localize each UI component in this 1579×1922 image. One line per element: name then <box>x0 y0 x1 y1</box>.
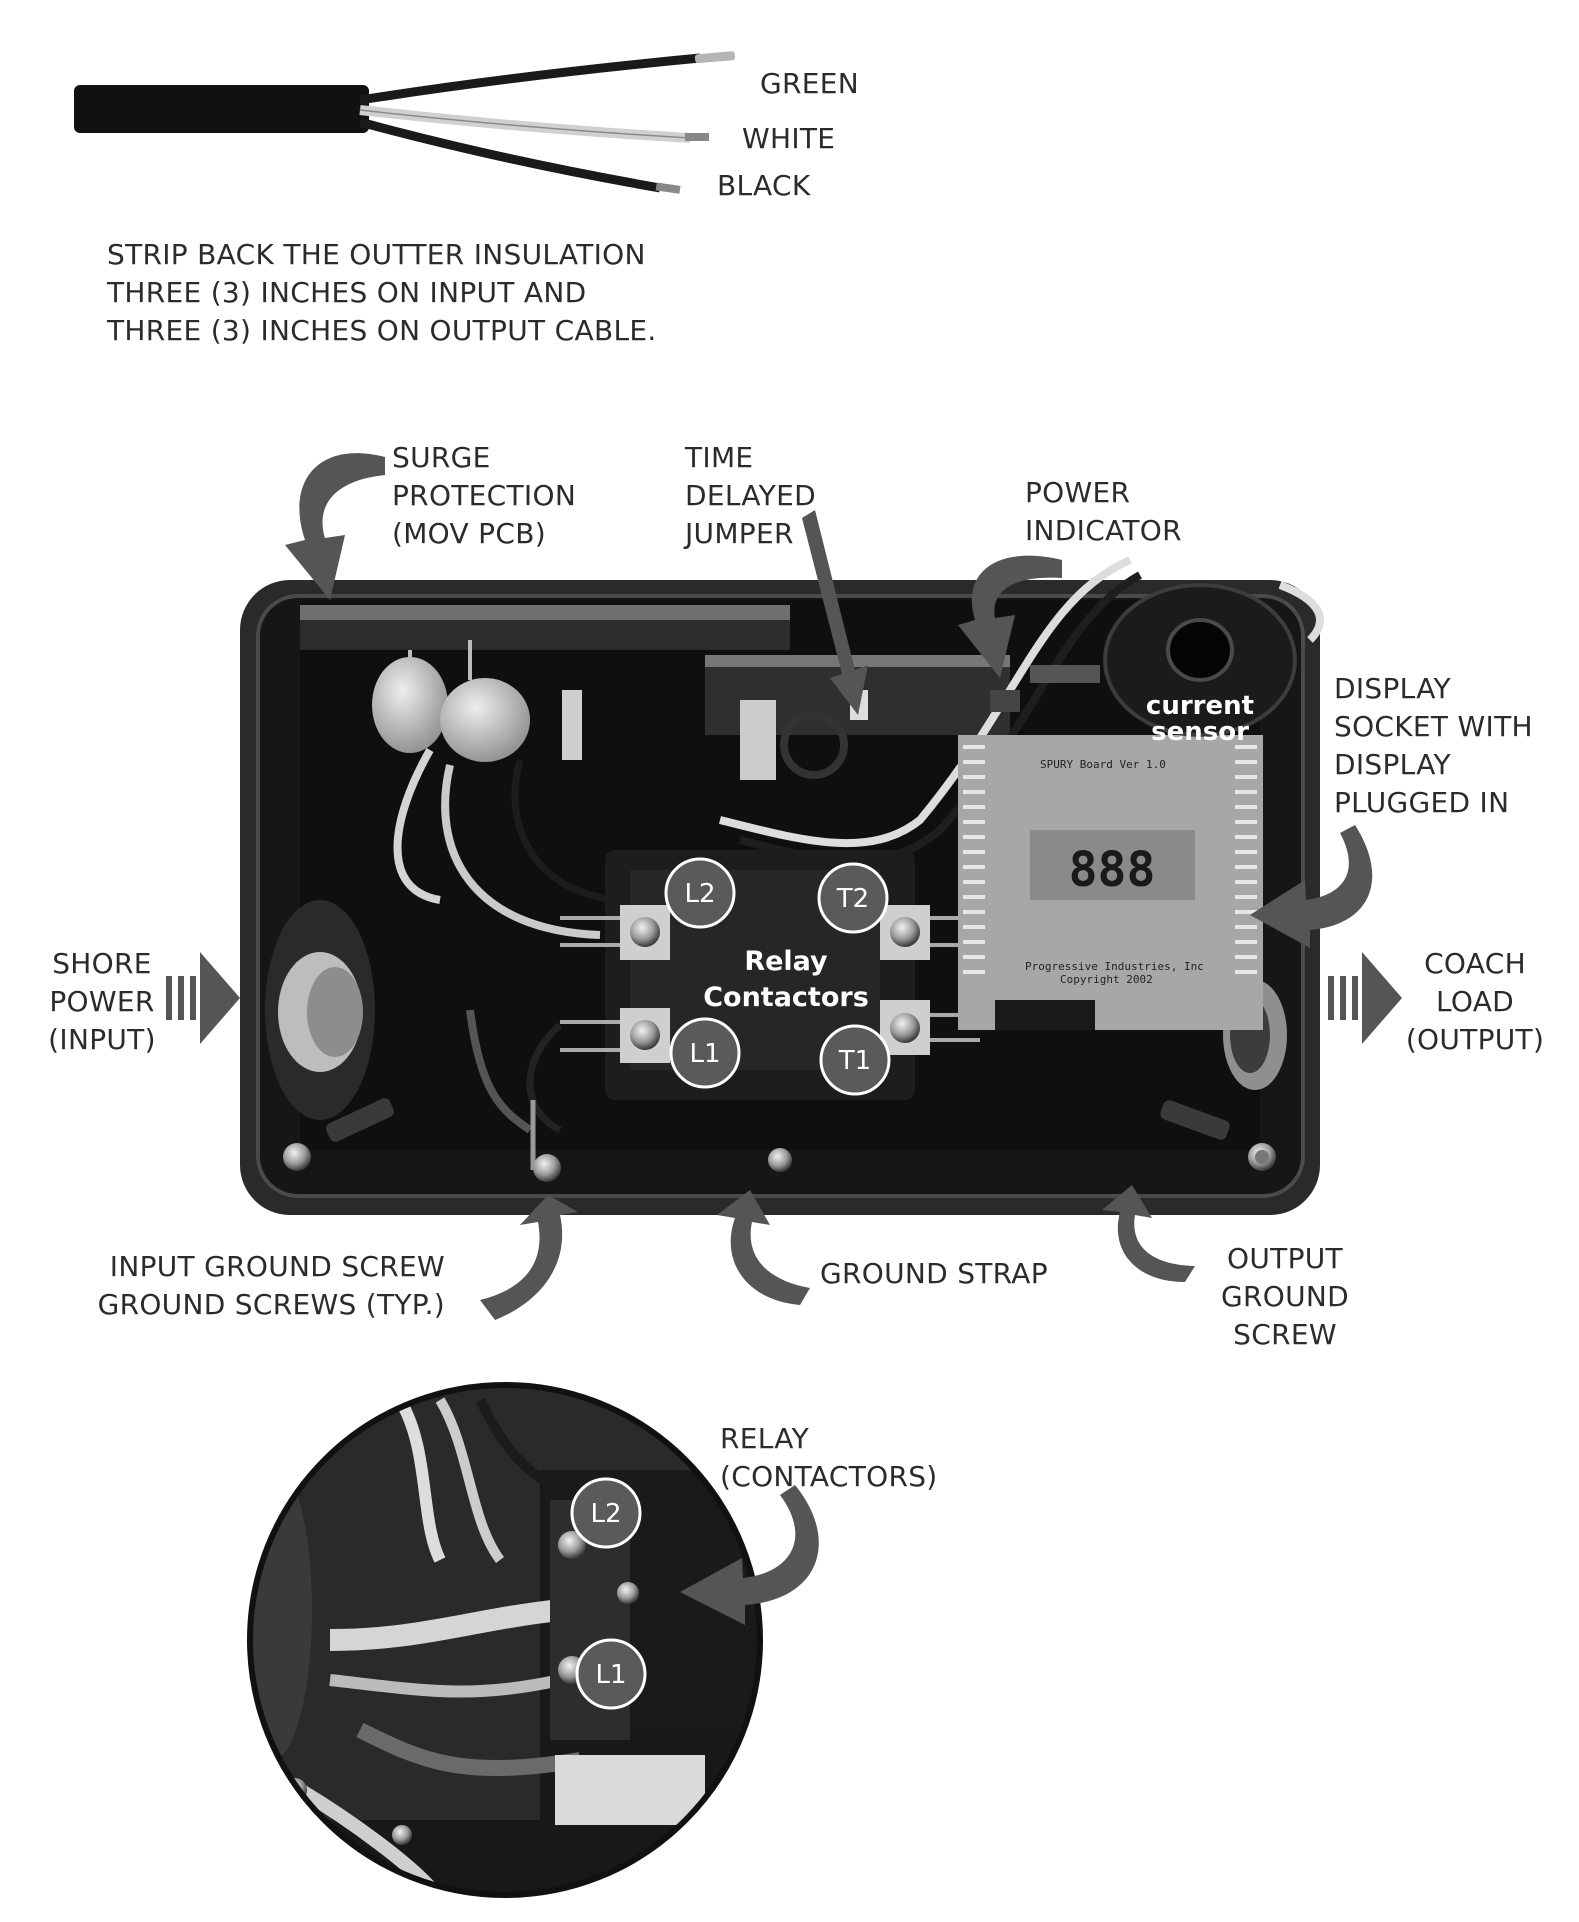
callout-time-delayed-jumper: TIME DELAYED JUMPER <box>685 439 816 553</box>
callout-line: SOCKET WITH <box>1334 710 1533 743</box>
arrow-output-ground <box>1102 1185 1195 1282</box>
copyright-line-2: Copyright 2002 <box>1060 973 1153 986</box>
corner-screw <box>768 1148 792 1172</box>
callout-relay-contactors: RELAY (CONTACTORS) <box>720 1420 938 1496</box>
arrow-coach-load <box>1328 952 1402 1044</box>
corner-screw <box>283 1143 311 1171</box>
callout-coach-load: COACH LOAD (OUTPUT) <box>1400 945 1550 1059</box>
black-wire-label: BLACK <box>717 169 811 202</box>
power-indicator-led <box>990 690 1020 712</box>
board-name: SPURY Board Ver 1.0 <box>1040 758 1166 771</box>
svg-text:T1: T1 <box>838 1046 871 1076</box>
current-sensor-label-2: sensor <box>1151 717 1249 747</box>
svg-text:L1: L1 <box>595 1660 626 1690</box>
callout-line: SCREW <box>1233 1318 1337 1351</box>
terminal-badge-l1: L1 <box>669 1017 741 1089</box>
svg-text:L1: L1 <box>689 1039 720 1069</box>
arrow-time-delay <box>802 510 868 715</box>
callout-line: (INPUT) <box>48 1023 156 1056</box>
mov-disc <box>440 678 530 762</box>
current-sensor-label-1: current <box>1146 691 1254 721</box>
relay-label-1: Relay <box>744 946 828 977</box>
callout-line: (OUTPUT) <box>1405 1023 1545 1056</box>
arrow-shore-power <box>166 952 240 1044</box>
callout-power-indicator: POWER INDICATOR <box>1025 474 1182 550</box>
callout-line: GROUND <box>1221 1280 1349 1313</box>
copyright-line-1: Progressive Industries, Inc <box>1025 960 1204 973</box>
callout-line: POWER <box>49 985 155 1018</box>
terminal-badge-t2: T2 <box>817 862 889 934</box>
mov-pcb <box>300 605 790 623</box>
svg-text:L2: L2 <box>590 1499 621 1529</box>
callout-line: JUMPER <box>685 517 794 550</box>
detail-badge-l1: L1 <box>575 1638 647 1710</box>
callout-line: POWER <box>1025 476 1131 509</box>
mov-disc <box>372 657 448 753</box>
callout-line: (CONTACTORS) <box>720 1460 938 1493</box>
callout-line: PLUGGED IN <box>1334 786 1510 819</box>
input-ground-screw <box>533 1154 561 1182</box>
callout-line: GROUND SCREWS (TYP.) <box>97 1288 445 1321</box>
pcb-traces <box>963 745 1257 974</box>
callout-input-ground: INPUT GROUND SCREW GROUND SCREWS (TYP.) <box>90 1248 445 1324</box>
callout-surge-protection: SURGE PROTECTION (MOV PCB) <box>392 439 576 553</box>
callout-line: (MOV PCB) <box>392 517 546 550</box>
callout-line: DELAYED <box>685 479 816 512</box>
white-wire-label: WHITE <box>742 122 836 155</box>
black-wire <box>358 117 661 193</box>
detail-frame <box>247 1382 763 1898</box>
callout-line: SHORE <box>52 947 152 980</box>
instruction-line: THREE (3) INCHES ON INPUT AND <box>107 276 587 309</box>
arrow-display-socket <box>1250 825 1373 948</box>
callout-line: OUTPUT <box>1227 1242 1343 1275</box>
green-wire <box>359 53 701 105</box>
callout-ground-strap: GROUND STRAP <box>820 1257 1048 1290</box>
arrow-surge <box>285 453 385 600</box>
callout-line: SURGE <box>392 441 491 474</box>
svg-text:T2: T2 <box>836 884 869 914</box>
callout-line: TIME <box>685 441 754 474</box>
terminal-badge-l2: L2 <box>664 857 736 929</box>
callout-line: RELAY <box>720 1422 809 1455</box>
callout-line: PROTECTION <box>392 479 577 512</box>
callout-shore-power: SHORE POWER (INPUT) <box>42 945 162 1059</box>
relay-label-2: Contactors <box>703 982 869 1013</box>
cable-jacket <box>74 85 369 133</box>
instruction-line: THREE (3) INCHES ON OUTPUT CABLE. <box>107 314 657 347</box>
detail-badge-l2: L2 <box>570 1477 642 1549</box>
arrow-power-indicator <box>958 555 1062 678</box>
relay-detail-photo <box>250 1385 760 1895</box>
callout-output-ground: OUTPUT GROUND SCREW <box>1200 1240 1370 1354</box>
callout-line: LOAD <box>1435 985 1515 1018</box>
strip-instructions: STRIP BACK THE OUTTER INSULATION THREE (… <box>107 236 657 350</box>
seven-segment-display <box>1030 830 1195 900</box>
arrow-input-ground <box>480 1195 578 1320</box>
svg-text:L2: L2 <box>684 879 715 909</box>
enclosure-photo <box>240 556 1324 1215</box>
display-digits: 888 <box>1069 842 1156 898</box>
callout-line: INDICATOR <box>1025 514 1182 547</box>
arrow-relay-detail <box>680 1485 819 1625</box>
callout-display-socket: DISPLAY SOCKET WITH DISPLAY PLUGGED IN <box>1334 670 1533 822</box>
callout-line: INPUT GROUND SCREW <box>109 1250 445 1283</box>
cable-illustration <box>74 51 736 194</box>
green-wire-label: GREEN <box>760 67 859 100</box>
terminal-badge-t1: T1 <box>819 1024 891 1096</box>
callout-line: DISPLAY <box>1334 672 1451 705</box>
callout-line: COACH <box>1424 947 1526 980</box>
arrow-ground-strap <box>717 1190 810 1305</box>
callout-line: DISPLAY <box>1334 748 1451 781</box>
instruction-line: STRIP BACK THE OUTTER INSULATION <box>107 238 646 271</box>
